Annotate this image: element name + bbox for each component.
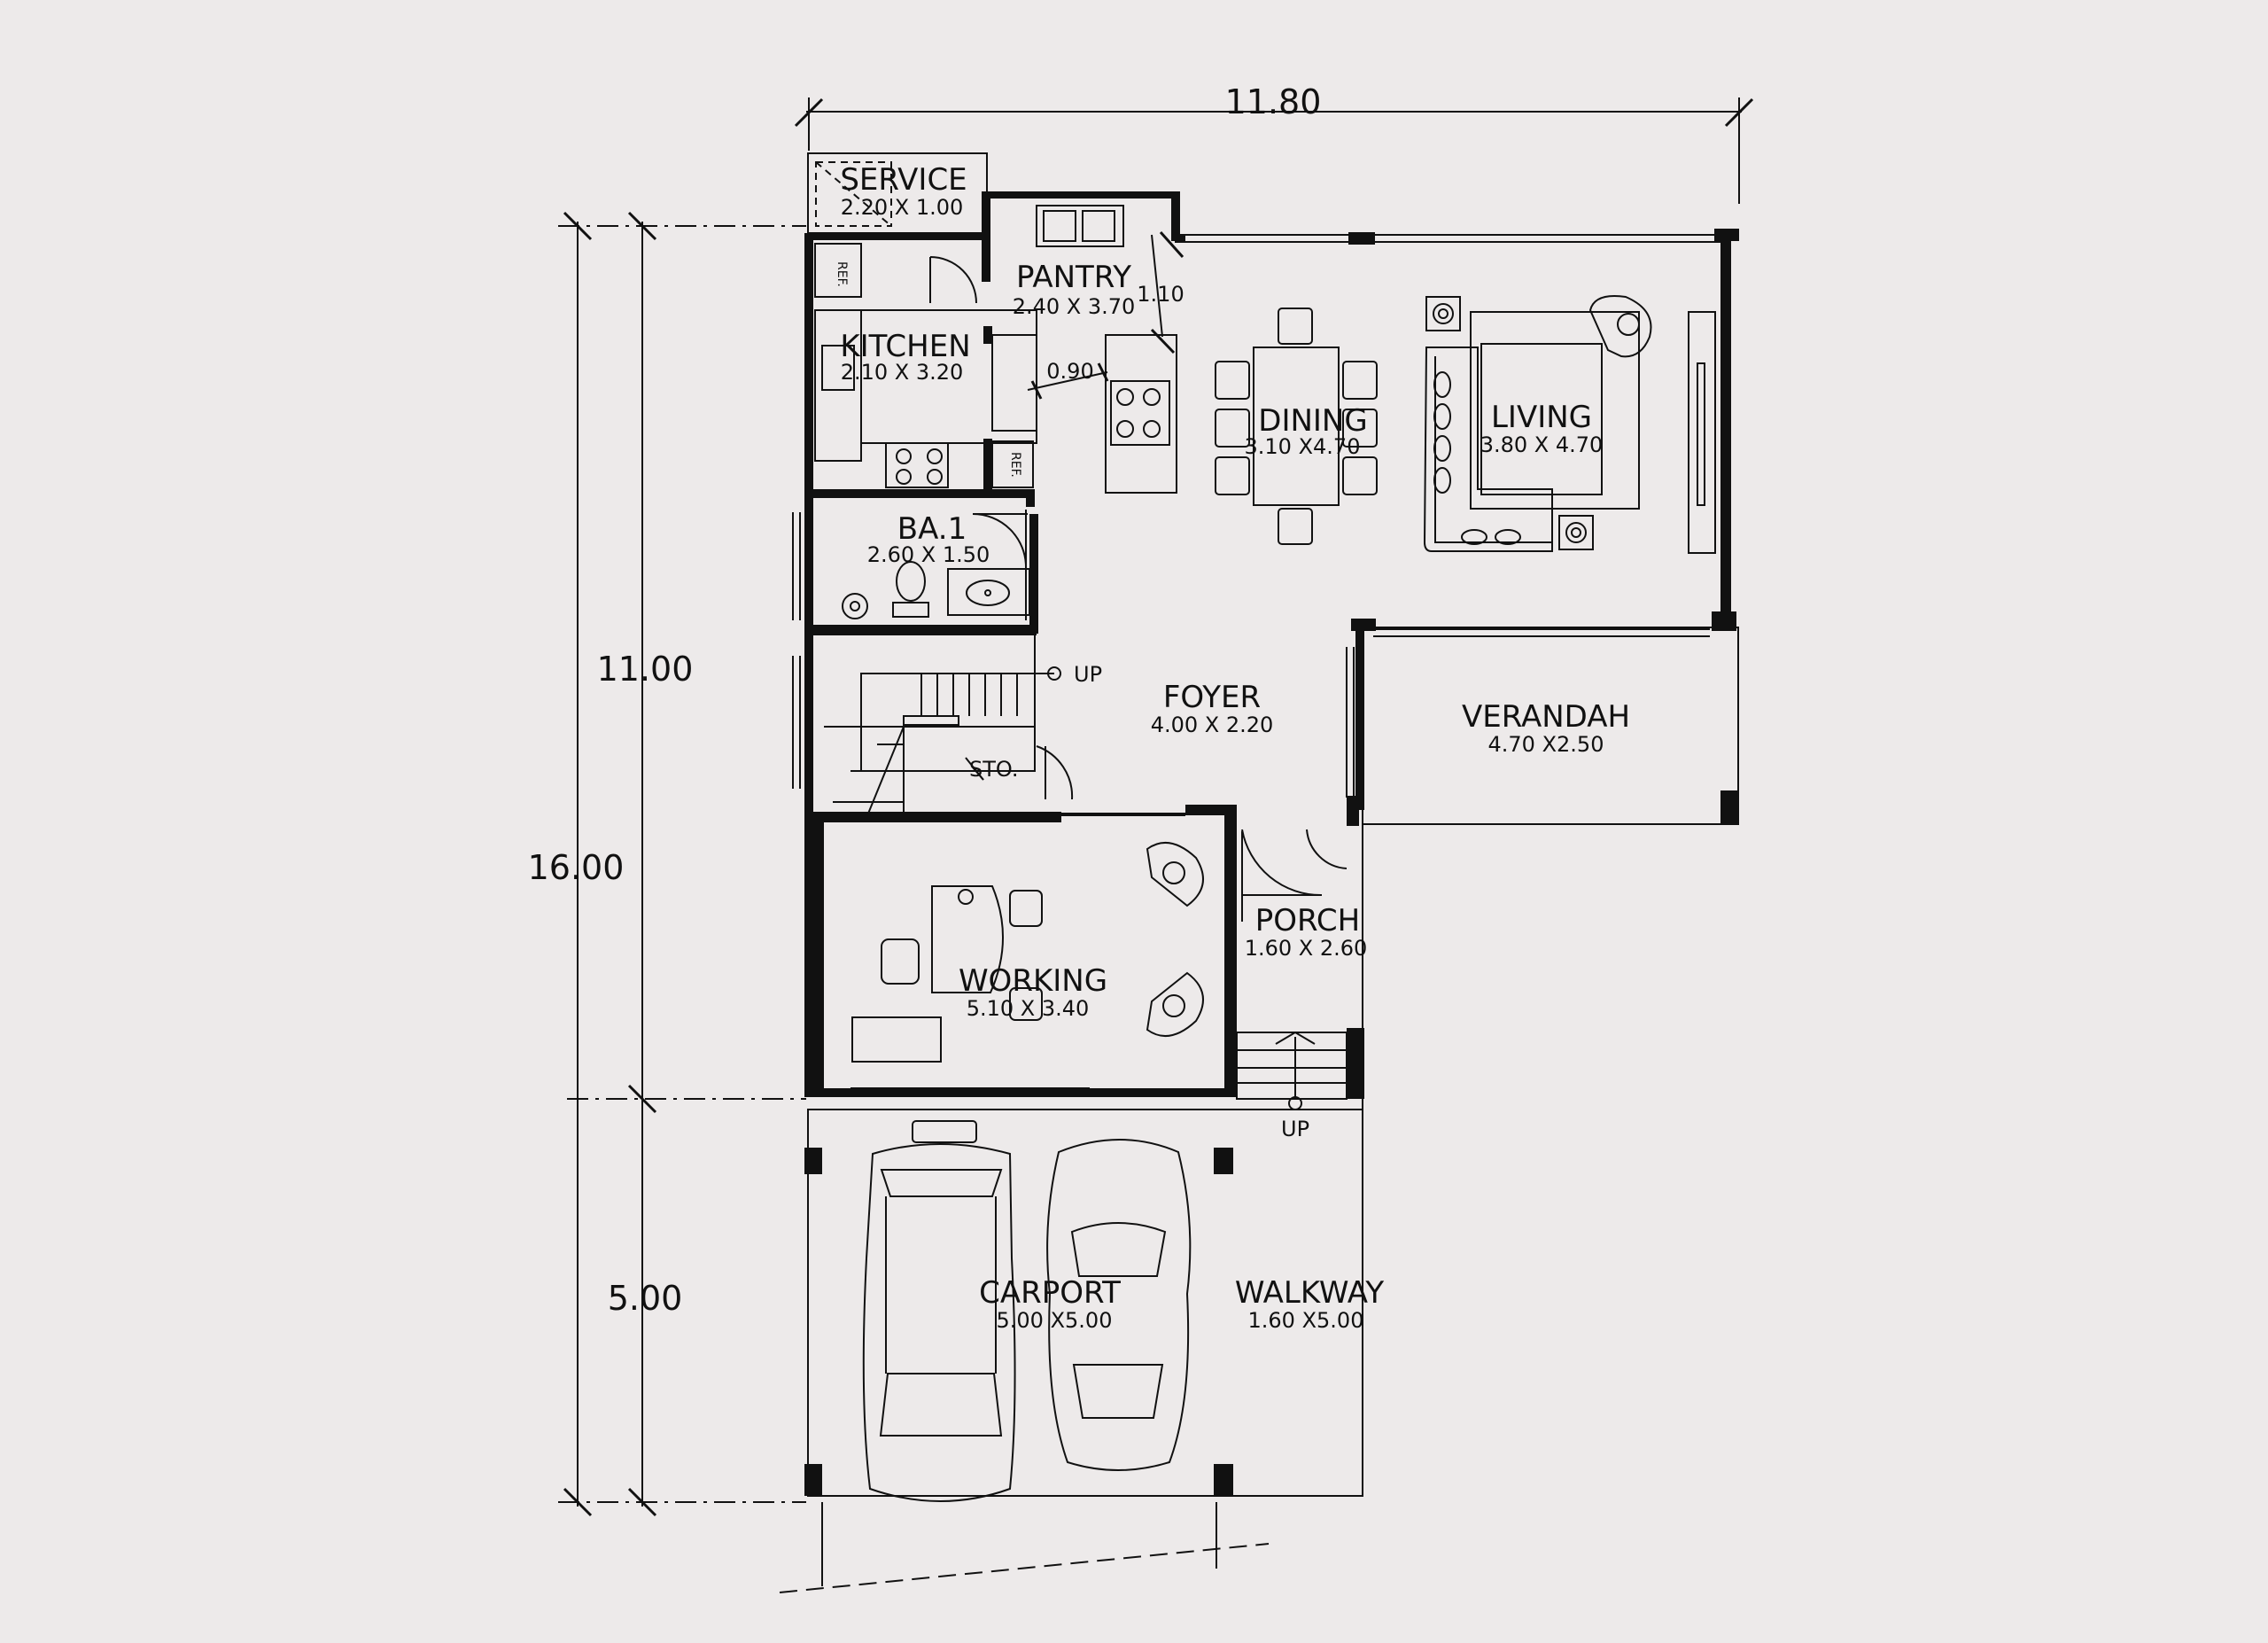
bath-fixtures — [842, 510, 1030, 620]
walkway-label: WALKWAY — [1235, 1275, 1384, 1311]
pantry-label: PANTRY — [1016, 260, 1131, 295]
ref-label-pantry: REF. — [1008, 452, 1022, 478]
porch-label: PORCH — [1255, 903, 1361, 938]
dining-size: 3.10 X4.70 — [1245, 434, 1361, 459]
porch-steps — [1236, 1031, 1348, 1110]
verandah-label: VERANDAH — [1462, 699, 1630, 735]
kitchen-fixtures — [814, 243, 1109, 488]
dimension-lines — [558, 97, 1754, 1593]
walkway-size: 1.60 X5.00 — [1248, 1308, 1364, 1333]
dim-house-depth: 11.00 — [597, 650, 694, 689]
living-size: 3.80 X 4.70 — [1480, 432, 1604, 457]
car-right — [1046, 1139, 1192, 1471]
dim-overall-depth: 16.00 — [528, 848, 625, 887]
car-left — [862, 1120, 1016, 1502]
service-label: SERVICE — [840, 162, 967, 198]
dim-overall-width: 11.80 — [1225, 82, 1322, 121]
windows — [792, 311, 1716, 1096]
service-size: 2.20 X 1.00 — [841, 195, 964, 220]
dim-carport-depth: 5.00 — [608, 1279, 683, 1318]
bath-label: BA.1 — [897, 511, 967, 547]
pantry-ext-dim: 1.10 — [1137, 282, 1184, 307]
pantry-fixtures — [1036, 205, 1184, 354]
foyer-size: 4.00 X 2.20 — [1151, 712, 1274, 737]
verandah-size: 4.70 X2.50 — [1488, 732, 1604, 757]
kitchen-label: KITCHEN — [840, 329, 970, 364]
storage-label: STO. — [969, 757, 1018, 782]
door-swings — [929, 256, 1348, 897]
walls — [804, 191, 1739, 1496]
pantry-size: 2.40 X 3.70 — [1013, 294, 1136, 319]
living-set — [1423, 295, 1652, 552]
foyer-label: FOYER — [1163, 680, 1261, 715]
dining-label: DINING — [1258, 403, 1367, 439]
working-label: WORKING — [959, 963, 1107, 999]
stairs — [824, 620, 1061, 814]
living-label: LIVING — [1491, 400, 1592, 435]
working-fixtures — [851, 842, 1204, 1063]
porch-size: 1.60 X 2.60 — [1245, 936, 1368, 961]
up-label-stairs: UP — [1074, 662, 1102, 687]
bath-size: 2.60 X 1.50 — [867, 542, 990, 567]
island-gap-dim: 0.90 — [1046, 359, 1093, 384]
dining-set — [1215, 308, 1378, 545]
ref-label-kitchen: REF. — [835, 261, 849, 287]
working-size: 5.10 X 3.40 — [967, 996, 1090, 1021]
island — [1105, 334, 1177, 494]
kitchen-size: 2.10 X 3.20 — [841, 360, 964, 385]
carport-label: CARPORT — [979, 1275, 1121, 1311]
up-label-porch: UP — [1281, 1117, 1309, 1141]
carport-size: 5.00 X5.00 — [997, 1308, 1113, 1333]
